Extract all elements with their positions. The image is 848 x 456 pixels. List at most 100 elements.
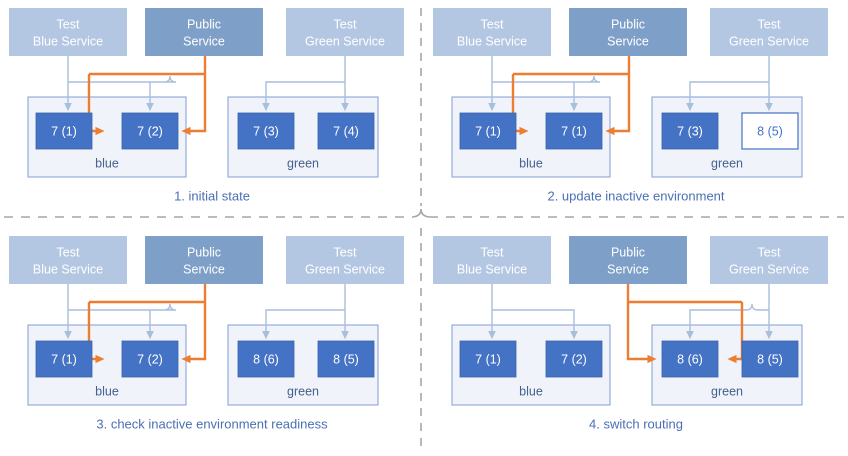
instance-node-green-2[interactable] [741,340,799,378]
instance-node-label-blue-2: 7 (2) [561,352,587,366]
orange-arrow-to-blue-node-2 [181,74,207,136]
service-box-public-label-line2: Service [607,262,649,276]
service-box-test-green[interactable] [286,236,404,284]
instance-node-blue-1[interactable] [35,340,93,378]
service-box-test-blue-label-line1: Test [481,17,504,31]
service-box-test-green-label-line2: Green Service [305,34,385,48]
instance-node-label-blue-2: 7 (1) [561,124,587,138]
orange-arrow-to-blue-node-2 [181,302,207,364]
panel-2-caption: 2. update inactive environment [547,188,724,203]
service-box-public[interactable] [145,8,263,56]
service-box-public-label-line1: Public [187,245,221,259]
connectors [488,56,773,136]
connector-test-green-branch [686,303,769,340]
instance-node-label-blue-1: 7 (1) [51,352,77,366]
instance-node-label-green-1: 7 (3) [677,124,703,138]
instance-node-label-green-2: 7 (4) [333,124,359,138]
service-box-test-blue[interactable] [9,8,127,56]
instance-node-green-2[interactable] [741,112,799,150]
service-box-public-label-line1: Public [187,17,221,31]
environment-label-blue: blue [95,384,119,398]
instance-node-label-green-2: 8 (5) [757,124,783,138]
instance-node-blue-2[interactable] [121,340,179,378]
service-box-test-green[interactable] [710,8,828,56]
service-box-test-blue-label-line2: Blue Service [457,34,527,48]
instance-node-green-1[interactable] [237,340,295,378]
instance-node-label-blue-1: 7 (1) [475,124,501,138]
environment-label-blue: blue [95,156,119,170]
service-box-public-label-line2: Service [183,262,225,276]
instance-node-blue-2[interactable] [121,112,179,150]
environment-label-green: green [711,384,743,398]
environment-label-green: green [711,156,743,170]
connectors [488,284,773,364]
connector-test-blue-branch [492,309,578,340]
service-box-test-green-label-line2: Green Service [305,262,385,276]
connector-test-blue-branch [68,303,177,340]
environment-label-blue: blue [519,156,543,170]
environment-label-green: green [287,384,319,398]
service-box-test-green[interactable] [286,8,404,56]
connector-test-blue-branch [68,75,177,112]
service-box-test-green-label-line1: Test [758,245,781,259]
service-box-test-green[interactable] [710,236,828,284]
service-box-test-green-label-line1: Test [758,17,781,31]
connector-test-green-branch [262,81,345,112]
panel-4-caption: 4. switch routing [589,416,683,431]
service-box-test-blue-label-line2: Blue Service [33,262,103,276]
service-box-public-label-line1: Public [611,245,645,259]
instance-node-label-green-1: 8 (6) [677,352,703,366]
connector-test-green-branch [262,309,345,340]
connectors [64,56,349,136]
service-box-public[interactable] [569,236,687,284]
orange-arrow-to-green-node-1 [626,302,657,364]
instance-node-blue-1[interactable] [459,340,517,378]
panel-1-caption: 1. initial state [174,188,250,203]
service-box-public[interactable] [569,8,687,56]
instance-node-label-green-2: 8 (5) [757,352,783,366]
instance-node-label-green-1: 7 (3) [253,124,279,138]
service-box-public[interactable] [145,236,263,284]
service-box-test-blue[interactable] [9,236,127,284]
service-box-public-label-line2: Service [607,34,649,48]
instance-node-blue-2[interactable] [545,112,603,150]
instance-node-label-blue-2: 7 (2) [137,352,163,366]
panel-3-caption: 3. check inactive environment readiness [96,416,328,431]
service-box-test-blue[interactable] [433,8,551,56]
instance-node-label-green-2: 8 (5) [333,352,359,366]
instance-node-label-blue-2: 7 (2) [137,124,163,138]
instance-node-green-1[interactable] [237,112,295,150]
instance-node-label-green-1: 8 (6) [253,352,279,366]
service-box-test-blue-label-line2: Blue Service [457,262,527,276]
instance-node-blue-1[interactable] [35,112,93,150]
connector-test-green-branch [686,81,769,112]
service-box-public-label-line1: Public [611,17,645,31]
connector-test-blue-branch [492,75,601,112]
service-box-test-green-label-line2: Green Service [729,262,809,276]
service-box-test-green-label-line1: Test [334,17,357,31]
instance-node-green-2[interactable] [317,112,375,150]
instance-node-green-1[interactable] [661,340,719,378]
service-box-public-label-line2: Service [183,34,225,48]
instance-node-green-1[interactable] [661,112,719,150]
instance-node-label-blue-1: 7 (1) [475,352,501,366]
instance-node-blue-2[interactable] [545,340,603,378]
divider-crossing-hop [412,208,430,218]
service-box-test-green-label-line2: Green Service [729,34,809,48]
instance-node-label-blue-1: 7 (1) [51,124,77,138]
service-box-test-green-label-line1: Test [334,245,357,259]
service-box-test-blue-label-line1: Test [481,245,504,259]
orange-arrow-to-blue-node-2 [605,74,631,136]
panel-dividers [4,8,844,448]
service-box-test-blue[interactable] [433,236,551,284]
instance-node-green-2[interactable] [317,340,375,378]
service-box-test-blue-label-line1: Test [57,17,80,31]
instance-node-blue-1[interactable] [459,112,517,150]
